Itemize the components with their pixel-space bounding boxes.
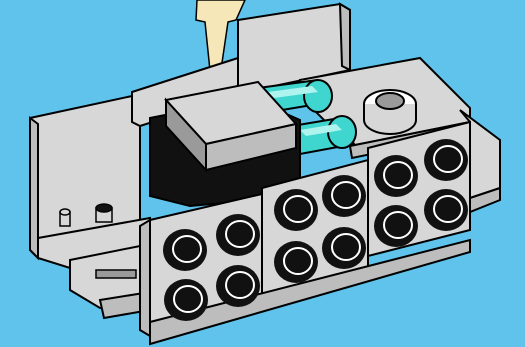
stud-6 xyxy=(322,175,366,217)
stud-8 xyxy=(322,227,366,269)
stud-1 xyxy=(163,229,207,271)
stud-4 xyxy=(216,265,260,307)
round-stud xyxy=(364,90,416,134)
stud-9 xyxy=(374,155,418,197)
stud-5 xyxy=(274,189,318,231)
stud-12 xyxy=(424,189,468,231)
stud-10 xyxy=(424,139,468,181)
stud-11 xyxy=(374,205,418,247)
stud-7 xyxy=(274,241,318,283)
stud-2 xyxy=(216,214,260,256)
stud-3 xyxy=(164,279,208,321)
